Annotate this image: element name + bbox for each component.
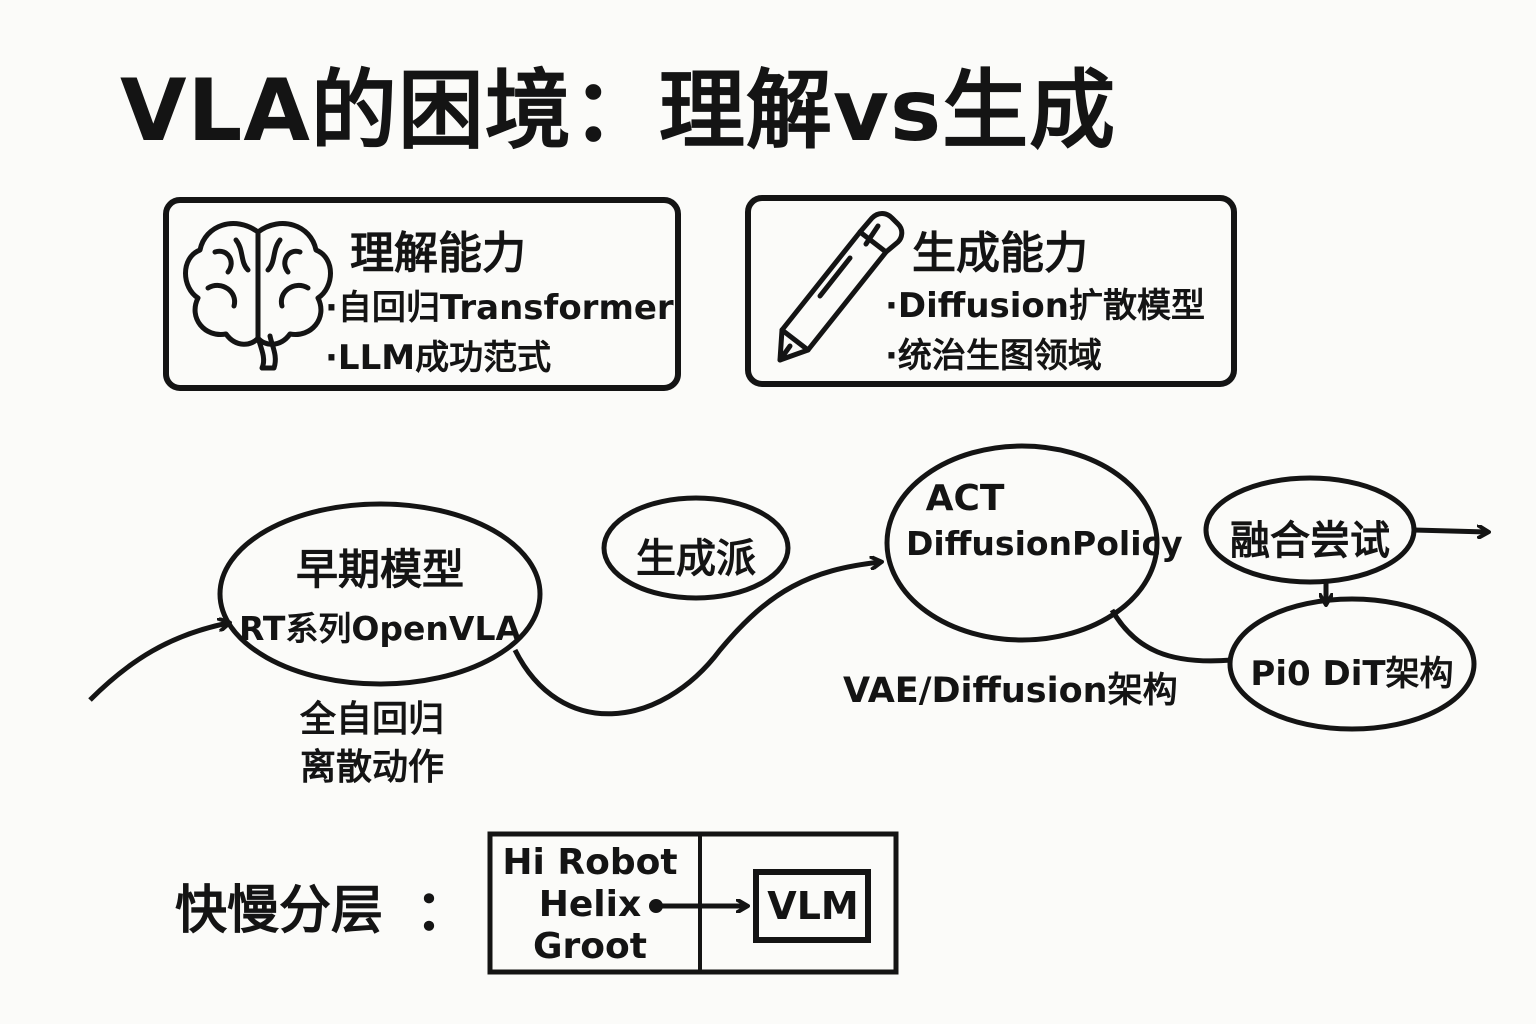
understanding-item-2: ·LLM成功范式 — [325, 338, 552, 378]
brain-icon — [183, 221, 333, 371]
act-architecture-note: VAE/Diffusion架构 — [843, 671, 1178, 711]
layering-colon: ： — [415, 879, 471, 944]
pencil-icon — [777, 211, 905, 363]
generation-school-node — [601, 495, 791, 601]
early-model-title: 早期模型 — [295, 545, 464, 594]
generation-panel-box — [745, 195, 1237, 387]
early-model-note-1: 全自回归 — [300, 699, 445, 740]
vlm-box — [753, 869, 871, 943]
fusion-label: 融合尝试 — [1230, 518, 1390, 564]
vlm-label: VLM — [767, 884, 859, 928]
early-model-node — [217, 501, 543, 687]
early-model-subtitle: RT系列OpenVLA — [238, 609, 522, 648]
understanding-panel-title: 理解能力 — [350, 228, 526, 279]
fusion-out-arrow — [1413, 530, 1487, 532]
act-to-pi0-line — [1109, 608, 1233, 664]
generation-school-label: 生成派 — [636, 536, 756, 582]
connector-dot — [649, 899, 663, 913]
generation-panel-title: 生成能力 — [912, 228, 1088, 279]
entry-arrow — [88, 623, 228, 702]
generation-item-2: ·统治生图领域 — [885, 336, 1102, 376]
understanding-panel-box — [163, 197, 681, 391]
model-hi-robot: Hi Robot — [502, 842, 678, 883]
generation-item-1: ·Diffusion扩散模型 — [885, 286, 1205, 326]
model-helix: Helix — [538, 884, 642, 925]
diffusion-policy-label: DiffusionPolicy — [906, 524, 1183, 563]
layering-label: 快慢分层 — [175, 881, 384, 941]
pi0-node — [1227, 596, 1477, 732]
layering-model-list: Hi Robot Helix Groot — [500, 842, 680, 968]
layering-table — [487, 831, 899, 975]
early-model-note-2: 离散动作 — [300, 747, 445, 788]
pi0-label: Pi0 DiT架构 — [1250, 654, 1454, 694]
early-to-act-arrow — [512, 562, 880, 717]
understanding-item-1: ·自回归Transformer — [325, 288, 674, 328]
model-groot: Groot — [533, 926, 647, 967]
act-label: ACT — [925, 478, 1005, 519]
page-title: VLA的困境：理解vs生成 — [120, 61, 1117, 161]
act-node — [884, 443, 1160, 643]
